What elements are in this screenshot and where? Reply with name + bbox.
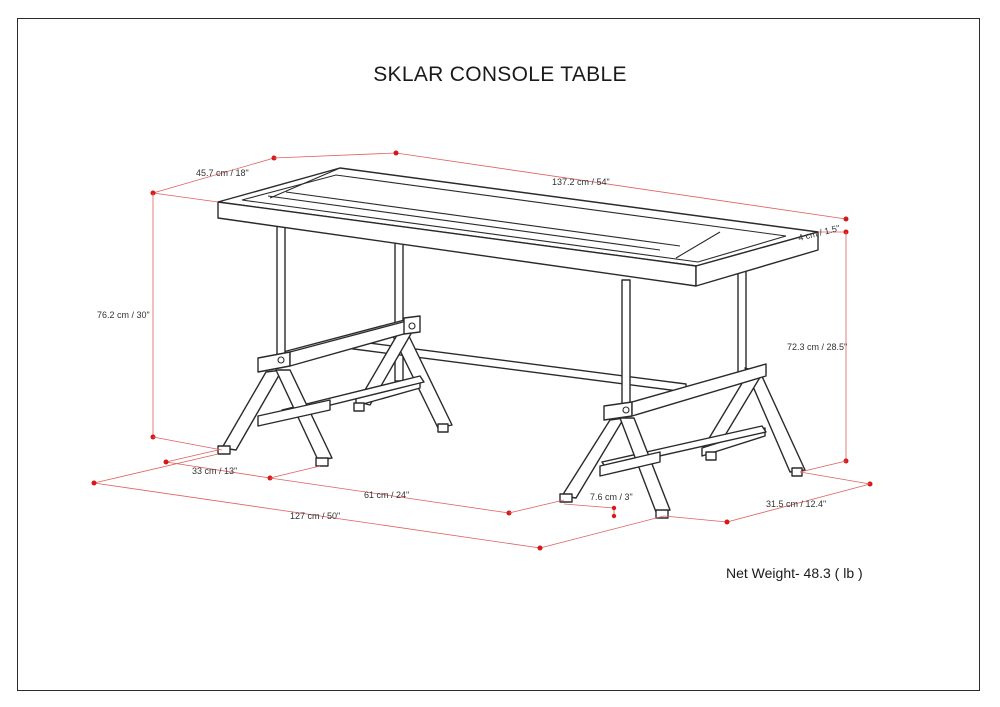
drawing-title: SKLAR CONSOLE TABLE	[373, 63, 627, 86]
length-dimension-label: 137.2 cm / 54"	[552, 177, 610, 187]
drawing-frame	[17, 18, 980, 691]
top-thickness-dimension-label: 4 cm / 1.5"	[797, 223, 841, 243]
inner-height-dimension-label: 72.3 cm / 28.5"	[787, 342, 847, 352]
table-top	[217, 167, 819, 287]
table-illustration	[217, 167, 819, 519]
base-inner-dimension-label: 61 cm / 24"	[364, 490, 409, 500]
base-depth-dimension-label: 31.5 cm / 12.4"	[766, 499, 826, 509]
left-front-base	[217, 315, 421, 467]
right-front-base	[559, 363, 767, 519]
height-dimension-label: 76.2 cm / 30"	[97, 310, 150, 320]
depth-dimension-label: 45.7 cm / 18"	[196, 168, 249, 178]
front-right-leg	[621, 279, 631, 409]
base-length-dimension-label: 127 cm / 50"	[290, 511, 340, 521]
table-top-side-edge	[695, 231, 819, 287]
back-right-leg	[737, 261, 747, 375]
dimension-lines	[91, 150, 873, 551]
foot-width-dimension-label: 7.6 cm / 3"	[590, 492, 633, 502]
net-weight-label: Net Weight- 48.3 ( lb )	[726, 565, 863, 581]
front-left-leg	[276, 225, 286, 357]
base-offset-dimension-label: 33 cm / 13"	[192, 466, 237, 476]
